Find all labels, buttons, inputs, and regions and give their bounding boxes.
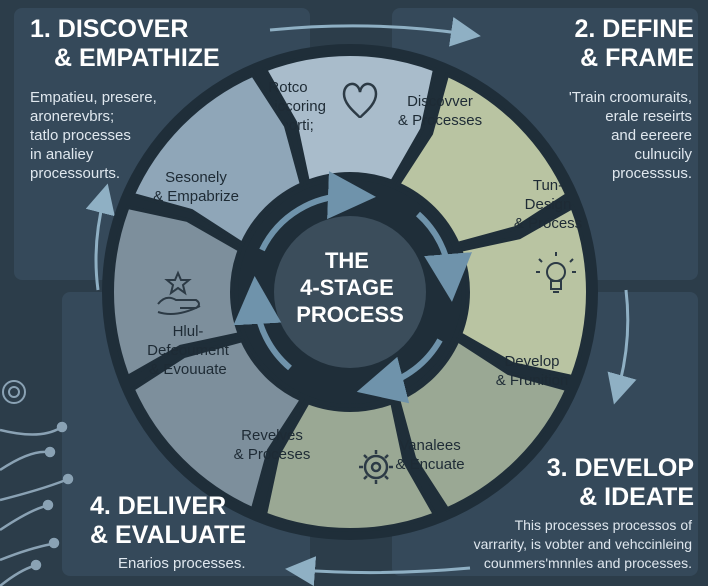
stage-2-desc-line-1: 'Train croomuraits, [568,89,692,106]
stage-1-description: Empatieu, presere, aronerevbrs; tatlo pr… [30,88,157,183]
stage-2-title-line-1: 2. DEFINE [574,15,694,43]
segment-8-label: Sesonely & Empabrize [153,169,239,205]
gear-icon [359,450,393,484]
network-decoration [0,380,74,586]
segment-5 [262,399,438,532]
stage-1-desc-line-5: processourts. [30,165,121,182]
stage-4-description: Enarios processes. [118,554,246,573]
stage-3-title-line-1: 3. DEVELOP [546,454,694,482]
stage-4-title-line-1: 4. DELIVER [90,492,227,520]
center-line-1: THE [325,248,369,273]
segment-7-label-line-1: Hlul- [173,323,204,340]
stage-3-title-line-2: & IDEATE [579,483,694,511]
stage-3-desc-line-2: varrarity, is vobter and vehccinleing [473,536,692,552]
stage-1-desc-line-1: Empatieu, presere, [30,89,157,106]
stage-1-desc-line-2: aronerevbrs; [30,108,115,125]
inner-arrow-1 [259,171,376,252]
stage-2-desc-line-4: culnucily [634,146,692,163]
stage-1-title: 1. DISCOVER & EMPATHIZE [30,15,220,73]
stage-4-title: 4. DELIVER & EVALUATE [90,492,246,550]
segment-7-label-line-3: & Evouuate [149,361,227,378]
segment-8-label-line-2: & Empabrize [153,188,239,205]
stage-3-desc-line-3: counmers'mnnles and processes. [483,555,692,571]
segment-4 [395,337,571,512]
center-disc [274,216,426,368]
segment-8-label-line-1: Sesonely [165,169,227,186]
flow-arrow-left [85,183,115,291]
stage-2-desc-line-3: and eereere [611,127,692,144]
inner-arrow-4 [233,276,292,371]
segment-2-label: Discovver & Processes [398,93,482,129]
center-title: THE 4-STAGE PROCESS [296,248,404,327]
stage-1-title-line-1: 1. DISCOVER [30,15,189,43]
stage-3-desc-line-1: This processes processos of [514,517,692,533]
segment-6-label: Revelves & Proceses [234,427,311,463]
stage-3-title: 3. DEVELOP & IDEATE [547,454,694,512]
stage-2-desc-line-5: processsus. [611,165,692,182]
segment-2-label-line-2: & Processes [398,112,482,129]
stage-3-description: This processes processos of varrarity, i… [474,516,692,573]
heart-icon [342,82,378,119]
inner-arrow-3 [356,338,443,404]
segment-6-label-line-2: & Proceses [234,446,311,463]
segment-5-label: Vanalees & Encuate [395,437,464,473]
center-line-2: 4-STAGE [300,275,394,300]
segment-3-label-line-2: Design [525,196,572,213]
hand-star-icon [157,270,201,315]
segment-7-label: Hlul- Defeoument & Evouuate [147,323,230,378]
inner-cycle-arrows [233,171,472,404]
stage-4-desc-line-1: Enarios processes. [118,555,246,572]
stage-2-description: 'Train croomuraits, erale reseirts and e… [569,88,692,183]
flow-arrow-top [269,16,481,47]
flow-arrows [85,16,637,586]
segment-2-label-line-1: Discovver [407,93,473,110]
segment-4-label-line-2: & Frunition [496,372,569,389]
flow-arrow-right [607,289,637,405]
segment-6 [130,337,305,513]
stage-2-title: 2. DEFINE & FRAME [575,15,694,73]
stage-2-desc-line-2: erale reseirts [605,108,692,125]
segment-5-label-line-1: Vanalees [399,437,460,454]
segment-7-label-line-2: Defeoument [147,342,230,359]
segment-2 [395,71,570,247]
segment-3-label-line-3: & Process [514,215,582,232]
lightbulb-icon [536,252,576,293]
segment-5-label-line-2: & Encuate [395,456,464,473]
segment-3-label: Tun- Design & Process [514,177,582,232]
center-line-3: PROCESS [296,302,404,327]
stage-1-title-line-2: & EMPATHIZE [54,44,220,72]
segment-4-label: Develop & Frunition [496,353,569,389]
segment-6-label-line-1: Revelves [241,427,303,444]
flow-arrow-bottom [285,556,471,586]
stage-2-title-line-2: & FRAME [580,44,694,72]
segment-1-label-line-1: Rotco [268,79,307,96]
segment-4-label-line-1: Develop [504,353,559,370]
stage-4-title-line-2: & EVALUATE [90,521,247,549]
inner-arrow-2 [415,211,472,302]
stage-1-desc-line-4: in analiey [30,146,94,163]
segment-8 [129,72,305,247]
segment-3-label-line-1: Tun- [533,177,563,194]
stage-1-desc-line-3: tatlo processes [30,127,131,144]
